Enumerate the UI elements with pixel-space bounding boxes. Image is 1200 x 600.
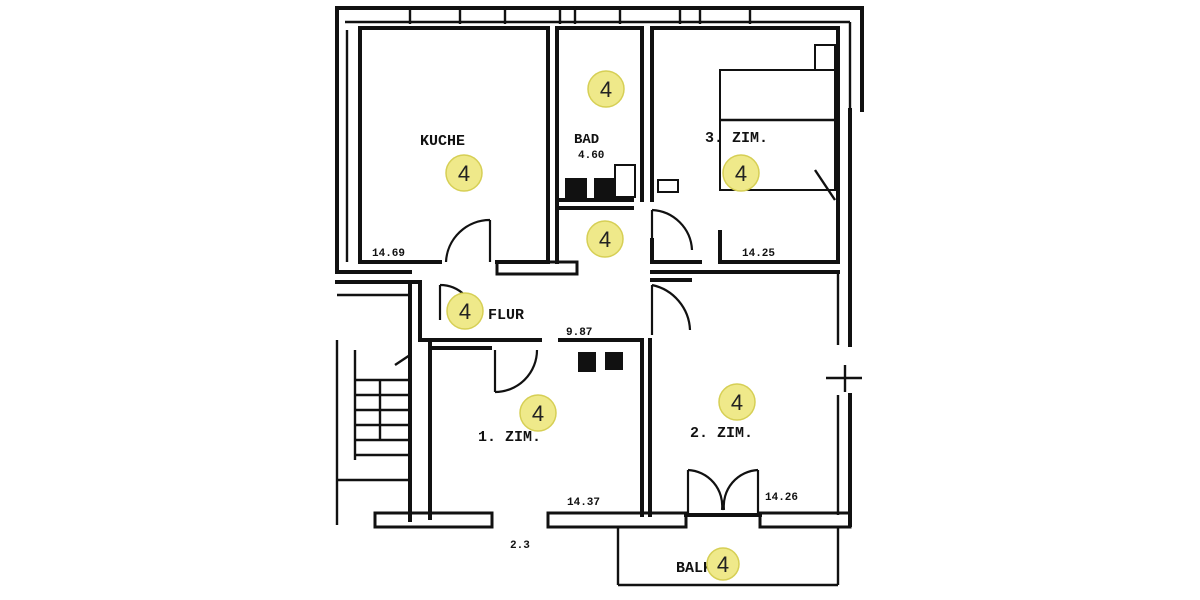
room-area-zimmer2: 14.26 bbox=[765, 492, 798, 504]
room-area-bad: 4.60 bbox=[578, 150, 604, 162]
room-areas: 14.69 4.60 14.25 9.87 14.37 14.26 2.3 bbox=[372, 150, 798, 552]
room-label-zimmer2: 2. ZIM. bbox=[690, 425, 753, 442]
level-marker-kueche: 4 bbox=[445, 154, 483, 192]
dimension-note: 2.3 bbox=[510, 540, 530, 552]
svg-text:4: 4 bbox=[532, 401, 544, 426]
fixtures bbox=[565, 44, 836, 372]
svg-text:4: 4 bbox=[459, 299, 471, 324]
doors bbox=[438, 208, 862, 515]
room-area-flur: 9.87 bbox=[566, 327, 592, 339]
level-marker-zimmer1: 4 bbox=[519, 394, 557, 432]
svg-text:4: 4 bbox=[735, 161, 747, 186]
svg-text:4: 4 bbox=[717, 552, 729, 577]
svg-text:4: 4 bbox=[458, 161, 470, 186]
room-area-zimmer1: 14.37 bbox=[567, 497, 600, 509]
room-label-kueche: KUCHE bbox=[420, 133, 465, 150]
level-marker-flur-inner: 4 bbox=[586, 220, 624, 258]
level-marker-bad: 4 bbox=[587, 70, 625, 108]
room-area-zimmer3: 14.25 bbox=[742, 248, 775, 260]
level-marker-flur: 4 bbox=[446, 292, 484, 330]
level-marker-balkon: 4 bbox=[706, 547, 740, 581]
level-marker-zimmer3: 4 bbox=[722, 154, 760, 192]
walls bbox=[335, 6, 864, 587]
svg-text:4: 4 bbox=[731, 390, 743, 415]
room-area-kueche: 14.69 bbox=[372, 248, 405, 260]
room-label-zimmer1: 1. ZIM. bbox=[478, 429, 541, 446]
room-label-zimmer3: 3. ZIM. bbox=[705, 130, 768, 147]
room-label-bad: BAD bbox=[574, 132, 599, 148]
level-markers: 4 4 4 4 4 4 4 4 bbox=[445, 70, 760, 581]
level-marker-zimmer2: 4 bbox=[718, 383, 756, 421]
room-label-flur: FLUR bbox=[488, 307, 524, 324]
svg-text:4: 4 bbox=[599, 227, 611, 252]
svg-text:4: 4 bbox=[600, 77, 612, 102]
